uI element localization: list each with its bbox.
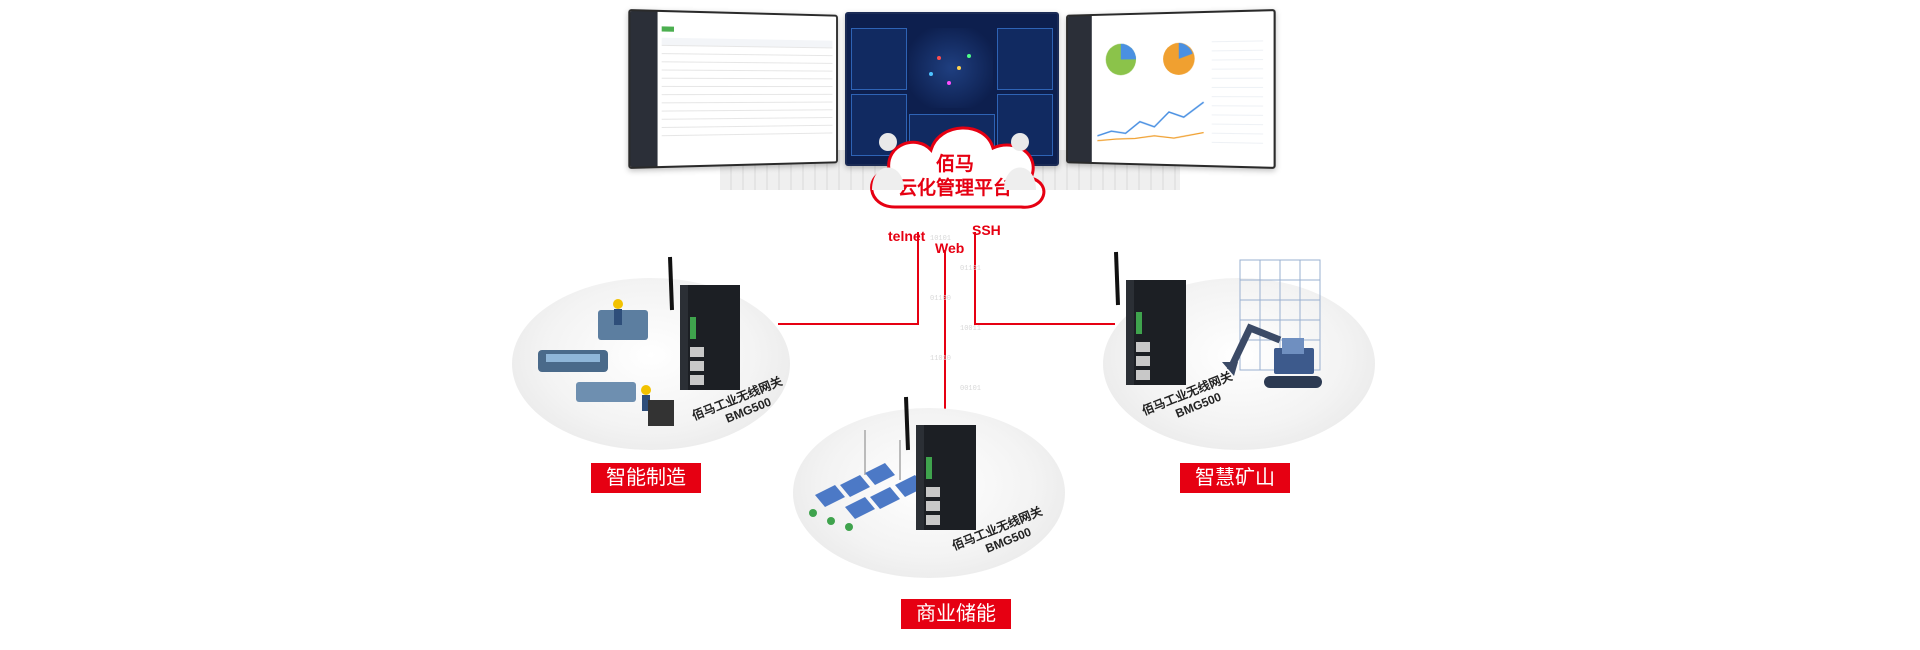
excavator-illustration [1220,250,1330,410]
person-silhouette-right [1000,130,1040,190]
scene-label-energy-storage: 商业储能 [901,599,1011,629]
scene-label-mining: 智慧矿山 [1180,463,1290,493]
router-left-icon [664,255,754,405]
person-silhouette-left [868,130,908,190]
svg-text:01100: 01100 [930,295,951,303]
svg-text:01101: 01101 [960,265,981,273]
svg-text:11010: 11010 [930,355,951,363]
router-right-icon [1110,250,1200,400]
svg-text:10011: 10011 [960,325,981,333]
router-bottom-icon [900,395,990,545]
svg-text:00101: 00101 [960,385,981,393]
scene-label-manufacturing: 智能制造 [591,463,701,493]
protocol-ssh: SSH [972,222,1001,238]
protocol-web: Web [935,240,964,256]
protocol-telnet: telnet [888,228,925,244]
